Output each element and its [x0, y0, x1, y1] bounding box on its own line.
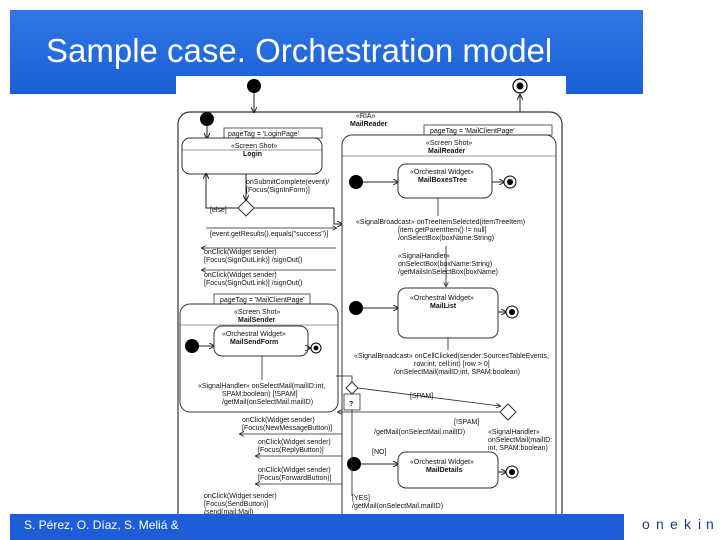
results-label: [event.getResults().equals("success")]	[210, 231, 328, 238]
mailboxestree-stereo: «Orchestral Widget»	[410, 169, 474, 176]
initial-node-details	[347, 457, 361, 471]
orchestration-diagram: «RIA» MailReader pageTag = 'LoginPage' «…	[176, 76, 566, 540]
onsubmit-label-1: onSubmitComplete(event)/	[246, 179, 329, 186]
logo-letter-e: e	[670, 516, 678, 532]
cellclick-1: «SignalBroadcast» onCellClicked(sender:S…	[354, 353, 549, 360]
ria-stereotype: «RIA»	[356, 113, 376, 120]
maildetails-state	[397, 451, 499, 489]
handler-3: /getMailsInSelectBox(boxName)	[398, 269, 498, 276]
send-1: onClick(Widget sender)	[204, 493, 277, 500]
maillist-stereo: «Orchestral Widget»	[410, 295, 474, 302]
footer-bar	[10, 514, 624, 540]
handler-1: «SignalHandler»	[398, 253, 450, 260]
fwd-2: [Focus(ForwardButton)]	[258, 475, 332, 482]
spam-decision-right	[499, 403, 517, 421]
logo-letter-o: o	[642, 516, 650, 532]
mailreader-name: MailReader	[428, 148, 466, 155]
broadcast-3: /onSelectBox(boxName:String)	[398, 235, 494, 242]
sighandler-2: onSelectMail(mailID:	[488, 437, 552, 444]
maillist-name: MailList	[430, 303, 457, 310]
spam-label: [SPAM]	[410, 393, 433, 400]
cellclick-2: row:int, cell:int) [row > 0]	[414, 361, 490, 368]
handler-2: onSelectBox(boxName:String)	[398, 261, 492, 268]
login-decision	[237, 199, 255, 217]
mailboxestree-name: MailBoxesTree	[418, 177, 467, 184]
fwd-1: onClick(Widget sender)	[258, 467, 331, 474]
spam2-label: [!SPAM]	[454, 419, 479, 426]
newmsg-1: onClick(Widget sender)	[242, 417, 315, 424]
mailboxestree-state	[397, 163, 493, 199]
sendhandler-2: SPAM:boolean) [!SPAM]	[222, 391, 298, 398]
click-signout-2: [Focus(SignOutLink)] /signOut()	[204, 257, 302, 264]
cellclick-3: /onSelectMail(mailID:int, SPAM:boolean)	[394, 369, 520, 376]
logo-letter-i: i	[698, 516, 702, 532]
footer-text: S. Pérez, O. Díaz, S. Meliá &	[24, 518, 179, 532]
sendhandler-1: «SignalHandler» onSelectMail(mailID:int,	[198, 383, 325, 390]
login-stereo: «Screen Shot»	[231, 143, 277, 150]
mailsendform-state	[213, 325, 309, 357]
no-label: [NO]	[372, 449, 386, 456]
login-state	[181, 137, 323, 175]
maildetails-name: MailDetails	[426, 467, 463, 474]
else-label: [else]	[210, 207, 227, 214]
page-tag-mailclient2: pageTag = 'MailClientPage'	[220, 297, 305, 304]
initial-node-tree	[349, 175, 363, 189]
newmsg-2: [Focus(NewMessageButton)]	[242, 425, 332, 432]
getmail-yes: /getMail(onSelectMail.mailID)	[352, 503, 443, 510]
initial-node-list	[349, 301, 363, 315]
initial-node-ria	[200, 112, 214, 126]
maildetails-stereo: «Orchestral Widget»	[410, 459, 474, 466]
yes-label: [YES]	[352, 495, 370, 502]
mailsender-name: MailSender	[238, 317, 276, 324]
question-label: ?	[349, 401, 353, 408]
sighandler-3: int, SPAM:boolean)	[488, 445, 548, 452]
logo-letter-k: k	[684, 516, 691, 532]
send-3: /send(mail:Mail)	[204, 509, 253, 516]
getmail-detail-1: /getMail(onSelectMail.mailID)	[374, 429, 465, 436]
onsubmit-label-2: [Focus(SignInForm)]	[246, 187, 310, 194]
login-name: Login	[243, 151, 262, 158]
reply-1: onClick(Widget sender)	[258, 439, 331, 446]
sendhandler-3: /getMail(onSelectMail.mailID)	[222, 399, 313, 406]
diagram-svg: «RIA» MailReader pageTag = 'LoginPage' «…	[177, 78, 563, 540]
slide-title: Sample case. Orchestration model	[46, 32, 553, 69]
broadcast-1: «SignalBroadcast» onTreeItemSelected(ite…	[356, 219, 525, 226]
page-tag-mailclient: pageTag = 'MailClientPage'	[430, 128, 515, 135]
logo-letter-n2: n	[706, 516, 714, 532]
mailsender-stereo: «Screen Shot»	[234, 309, 280, 316]
logo-letter-n: n	[656, 516, 664, 532]
initial-node-sender	[185, 339, 199, 353]
click-signout-4: [Focus(SignOutLink)] /signOut()	[204, 280, 302, 287]
onekin-logo: o n e k i n	[636, 512, 720, 540]
mailsendform-stereo: «Orchestral Widget»	[222, 331, 286, 338]
mailreader-stereo: «Screen Shot»	[426, 140, 472, 147]
mailsendform-name: MailSendForm	[230, 339, 278, 346]
final-node-top-inner	[516, 82, 524, 90]
sighandler-1: «SignalHandler»	[488, 429, 540, 436]
send-2: [Focus(SendButton)]	[204, 501, 268, 508]
initial-node-top	[247, 79, 261, 93]
click-signout-3: onClick(Widget sender)	[204, 272, 277, 279]
ria-frame	[177, 111, 563, 540]
click-signout-1: onClick(Widget sender)	[204, 249, 277, 256]
ria-name: MailReader	[350, 121, 388, 128]
broadcast-2: [item.getParentItem() != null]	[398, 227, 487, 234]
page-tag-login: pageTag = 'LoginPage'	[228, 131, 299, 138]
reply-2: [Focus(ReplyButton)]	[258, 447, 324, 454]
